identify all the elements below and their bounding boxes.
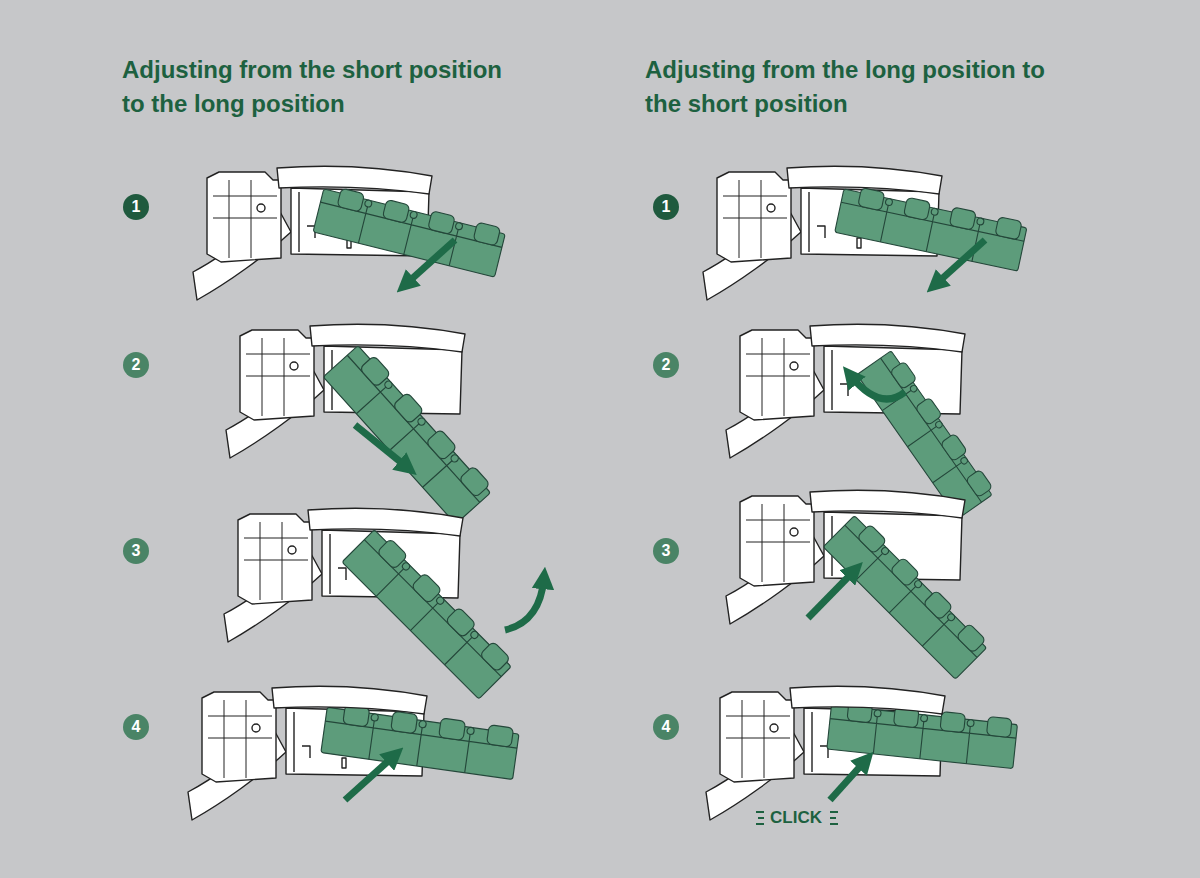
motion-arrow [355, 425, 408, 468]
clasp-cover [277, 166, 432, 194]
step-number-text: 1 [662, 198, 671, 216]
motion-arrow [808, 570, 855, 618]
step-number: 1 [653, 194, 679, 220]
motion-arrow [830, 760, 866, 800]
step-number-text: 3 [132, 542, 141, 560]
click-label: CLICK [770, 808, 822, 828]
left-steps [188, 166, 520, 820]
step-number: 4 [653, 714, 679, 740]
step-number-text: 4 [662, 718, 671, 736]
bracelet [323, 342, 494, 524]
click-mark [756, 812, 764, 824]
step-number: 3 [653, 538, 679, 564]
bracelet [823, 512, 990, 679]
motion-arrow [505, 578, 544, 630]
step-number-text: 4 [132, 718, 141, 736]
column-heading: Adjusting from the long position to the … [645, 53, 1045, 121]
bracelet [342, 526, 515, 699]
motion-arrow [405, 240, 455, 285]
clasp-cover [790, 686, 945, 714]
step-number-text: 2 [132, 356, 141, 374]
motion-arrow [850, 375, 905, 399]
clasp-cover [308, 508, 463, 536]
clasp-cover [810, 490, 965, 518]
step-number: 2 [653, 352, 679, 378]
step-number: 2 [123, 352, 149, 378]
click-mark [830, 812, 838, 824]
motion-arrow [935, 240, 985, 285]
step-number-text: 3 [662, 542, 671, 560]
motion-arrow [345, 755, 395, 800]
column-heading: Adjusting from the short position to the… [122, 53, 522, 121]
bracelet [835, 184, 1028, 271]
clasp-cover [272, 686, 427, 714]
step-number: 1 [123, 194, 149, 220]
step-number: 4 [123, 714, 149, 740]
motion-arrows [345, 240, 985, 800]
right-steps [703, 166, 1028, 820]
clasp-cover [810, 324, 965, 352]
clasp-cover [310, 324, 465, 352]
step-number: 3 [123, 538, 149, 564]
bracelet [313, 184, 506, 277]
step-number-text: 1 [132, 198, 141, 216]
step-number-text: 2 [662, 356, 671, 374]
clasp-cover [787, 166, 942, 194]
